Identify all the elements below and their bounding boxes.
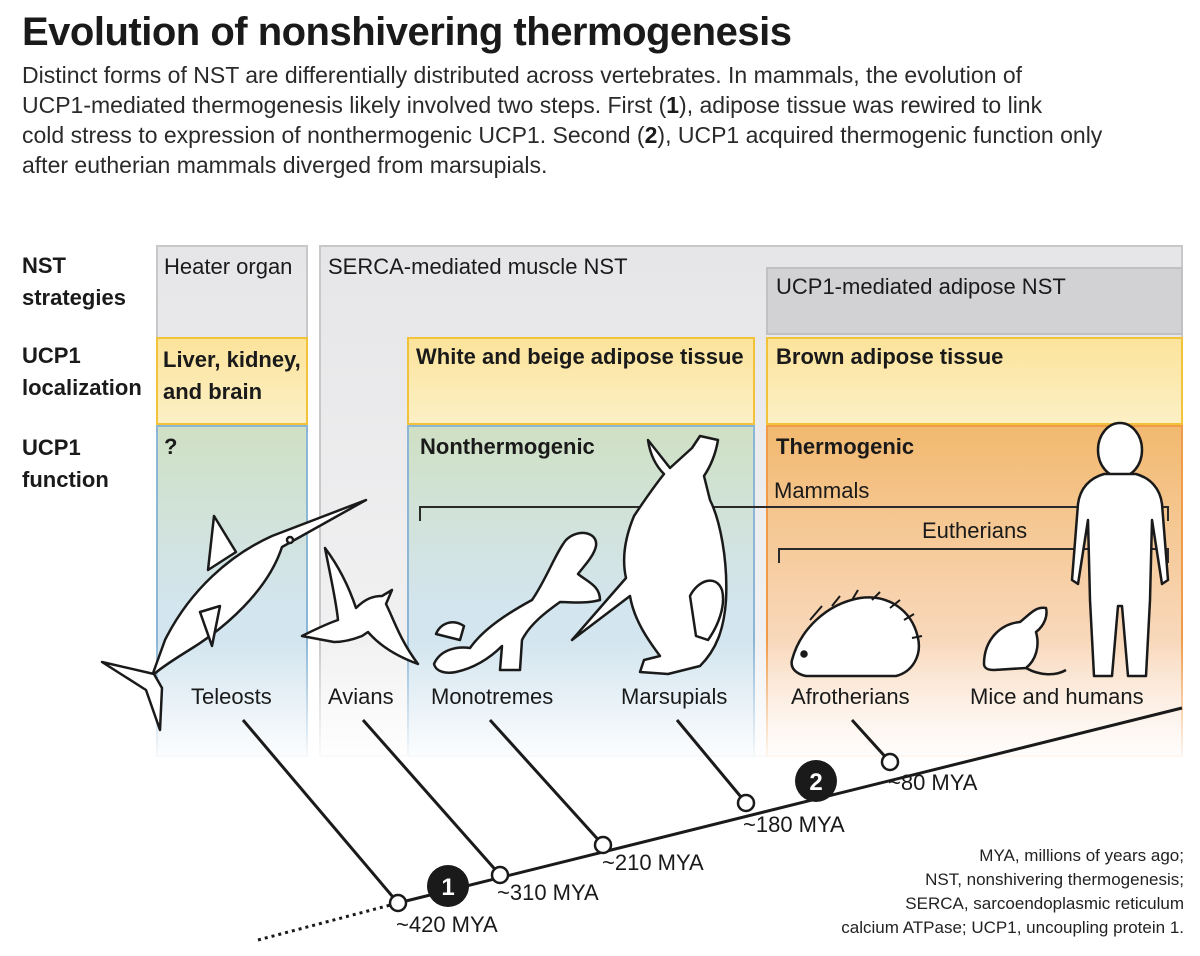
platypus-illustration <box>432 531 602 674</box>
branch-teleosts <box>241 719 400 904</box>
row-label-ucp1-function: UCP1 function <box>22 432 109 496</box>
node-180 <box>736 793 756 813</box>
white-beige-label: White and beige adipose tissue <box>416 344 744 369</box>
step-2-label: 2 <box>809 769 822 796</box>
mammals-label: Mammals <box>774 478 870 503</box>
branch-afrotherians <box>850 718 892 764</box>
taxon-monotremes: Monotremes <box>431 684 554 709</box>
step-2-marker <box>795 760 837 802</box>
row-label-nst-line1: NST <box>22 253 66 278</box>
divergence-310: ~310 MYA <box>497 880 599 905</box>
marlin-illustration <box>100 498 368 732</box>
ucp1-adipose-label: UCP1-mediated adipose NST <box>776 274 1066 299</box>
intro-step-1: 1 <box>666 92 680 118</box>
divergence-420: ~420 MYA <box>396 912 498 937</box>
taxon-mice-humans: Mice and humans <box>970 684 1144 709</box>
liver-kidney-brain-box <box>156 337 308 425</box>
intro-line-4: after eutherian mammals diverged from ma… <box>22 152 548 178</box>
liver-kidney-brain-label: Liver, kidney, and brain <box>163 344 301 408</box>
intro-step-2: 2 <box>644 122 658 148</box>
branch-monotremes <box>488 718 605 847</box>
divergence-nodes <box>388 752 900 913</box>
liver-label-line2: and brain <box>163 379 263 404</box>
footnote-line-4: calcium ATPase; UCP1, uncoupling protein… <box>841 918 1184 937</box>
intro-line-2: UCP1-mediated thermogenesis likely invol… <box>22 92 667 118</box>
row-label-loc-line1: UCP1 <box>22 343 81 368</box>
eutherians-label: Eutherians <box>922 518 1028 543</box>
nonthermogenic-label: Nonthermogenic <box>420 434 595 459</box>
divergence-80: ~80 MYA <box>888 770 978 795</box>
taxon-teleosts: Teleosts <box>191 684 272 709</box>
branch-marsupials <box>675 719 748 804</box>
intro-text: Distinct forms of NST are differentially… <box>22 60 1132 180</box>
mouse-illustration <box>982 606 1067 676</box>
node-80 <box>880 752 900 772</box>
row-label-func-line2: function <box>22 467 109 492</box>
human-illustration <box>1070 421 1170 678</box>
serca-label: SERCA-mediated muscle NST <box>328 254 628 279</box>
row-label-loc-line2: localization <box>22 375 142 400</box>
branch-avians <box>361 719 502 876</box>
ucp1-adipose-panel <box>766 267 1183 335</box>
divergence-210: ~210 MYA <box>602 850 704 875</box>
thermogenic-label: Thermogenic <box>776 434 915 459</box>
divergence-180: ~180 MYA <box>743 812 845 837</box>
row-label-nst-line2: strategies <box>22 285 126 310</box>
taxon-marsupials: Marsupials <box>621 684 728 709</box>
intro-line-3b: ), UCP1 acquired thermogenic function on… <box>657 122 1103 148</box>
brown-adipose-box <box>766 337 1183 425</box>
phylogeny <box>241 706 1183 942</box>
intro-line-1: Distinct forms of NST are differentially… <box>22 62 1023 88</box>
liver-label-line1: Liver, kidney, <box>163 347 301 372</box>
bird-illustration <box>300 546 420 666</box>
page-title: Evolution of nonshivering thermogenesis <box>22 10 792 54</box>
unknown-function-label: ? <box>164 434 178 459</box>
footnote-line-1: MYA, millions of years ago; <box>979 846 1184 865</box>
kangaroo-illustration <box>570 434 728 676</box>
row-label-ucp1-localization: UCP1 localization <box>22 340 142 404</box>
footnote: MYA, millions of years ago; NST, nonshiv… <box>841 844 1184 940</box>
node-310 <box>490 865 510 885</box>
footnote-line-3: SERCA, sarcoendoplasmic reticulum <box>905 894 1184 913</box>
stem-dotted <box>257 901 399 942</box>
brown-adipose-label: Brown adipose tissue <box>776 344 1004 369</box>
node-420 <box>388 893 408 913</box>
row-label-func-line1: UCP1 <box>22 435 81 460</box>
step-1-marker <box>427 865 469 907</box>
step-1-label: 1 <box>441 874 454 901</box>
eutherians-bracket <box>778 548 1169 563</box>
white-beige-adipose-box <box>407 337 755 425</box>
node-210 <box>593 835 613 855</box>
taxon-avians: Avians <box>328 684 394 709</box>
heater-organ-label: Heater organ <box>164 254 293 279</box>
main-axis <box>397 706 1183 905</box>
intro-line-2b: ), adipose tissue was rewired to link <box>679 92 1043 118</box>
mammals-bracket <box>419 506 1169 521</box>
footnote-line-2: NST, nonshivering thermogenesis; <box>925 870 1184 889</box>
taxon-afrotherians: Afrotherians <box>791 684 910 709</box>
intro-line-3: cold stress to expression of nonthermoge… <box>22 122 645 148</box>
hedgehog-illustration <box>790 589 923 678</box>
row-label-nst-strategies: NST strategies <box>22 250 126 314</box>
